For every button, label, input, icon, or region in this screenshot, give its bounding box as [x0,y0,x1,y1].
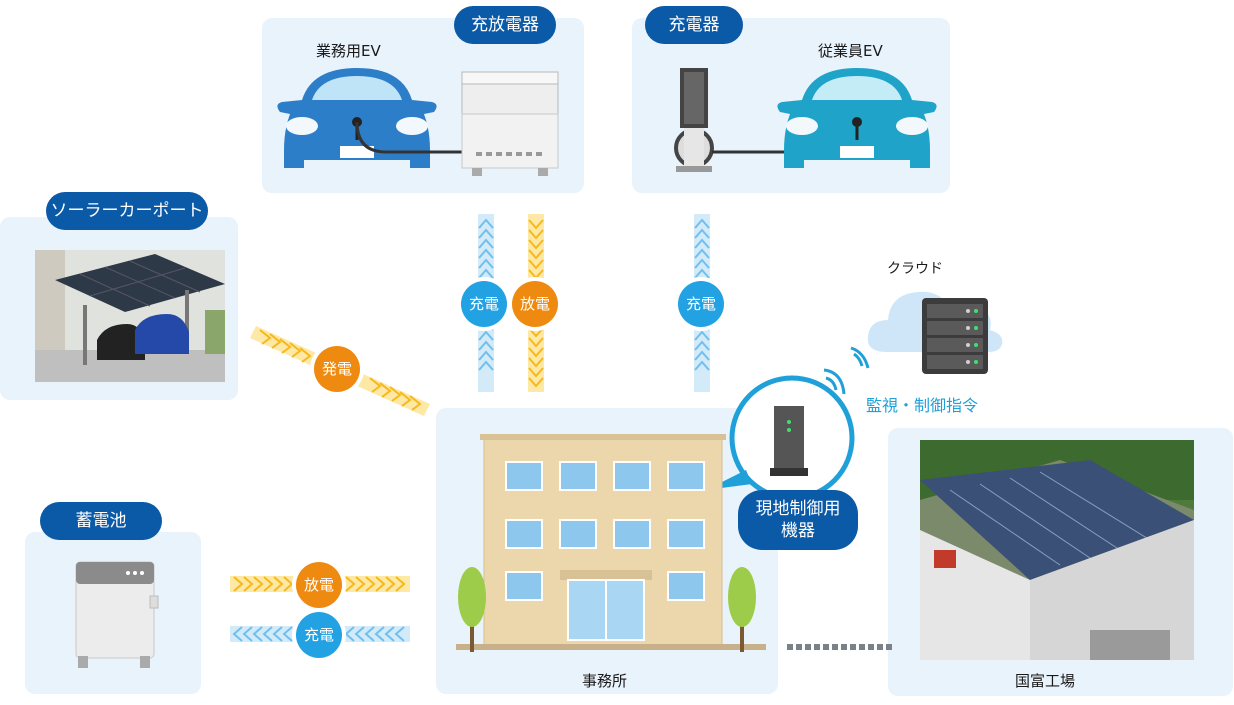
business-ev-label: 業務用EV [316,42,381,60]
storage-battery-image [75,561,159,668]
charge-circle-right: 充電 [678,281,724,327]
control-device-bubble [706,375,855,501]
employee-ev-car-image [777,68,937,168]
local-control-device-pill: 現地制御用 機器 [738,490,858,550]
business-ev-car-image [277,68,437,168]
employee-ev-label: 従業員EV [818,42,883,60]
solar-carport-photo [35,250,225,382]
factory-label: 国富工場 [1015,672,1076,690]
office-factory-connector [787,644,893,650]
office-label: 事務所 [582,672,628,690]
charger-discharger-unit [461,71,559,176]
cloud-label: クラウド [887,261,943,277]
generation-circle: 発電 [314,346,360,392]
office-building [456,434,766,652]
monitoring-control-label: 監視・制御指令 [866,396,979,415]
kunitomi-factory-photo [920,440,1194,660]
charge-circle-left: 充電 [461,281,507,327]
solar-carport-pill: ソーラーカーポート [46,192,208,230]
server-icon [922,298,988,374]
charger-discharger-pill: 充放電器 [454,6,556,44]
discharge-circle-bottom: 放電 [296,562,342,608]
wireless-signal-icon-cloud [850,346,870,369]
discharge-circle-top: 放電 [512,281,558,327]
storage-battery-pill: 蓄電池 [40,502,162,540]
charge-circle-bottom: 充電 [296,612,342,658]
ev-charger-stand [674,68,714,172]
business-ev-cable [355,121,466,154]
charger-pill: 充電器 [645,6,743,44]
wireless-signal-icon-device [823,368,846,395]
